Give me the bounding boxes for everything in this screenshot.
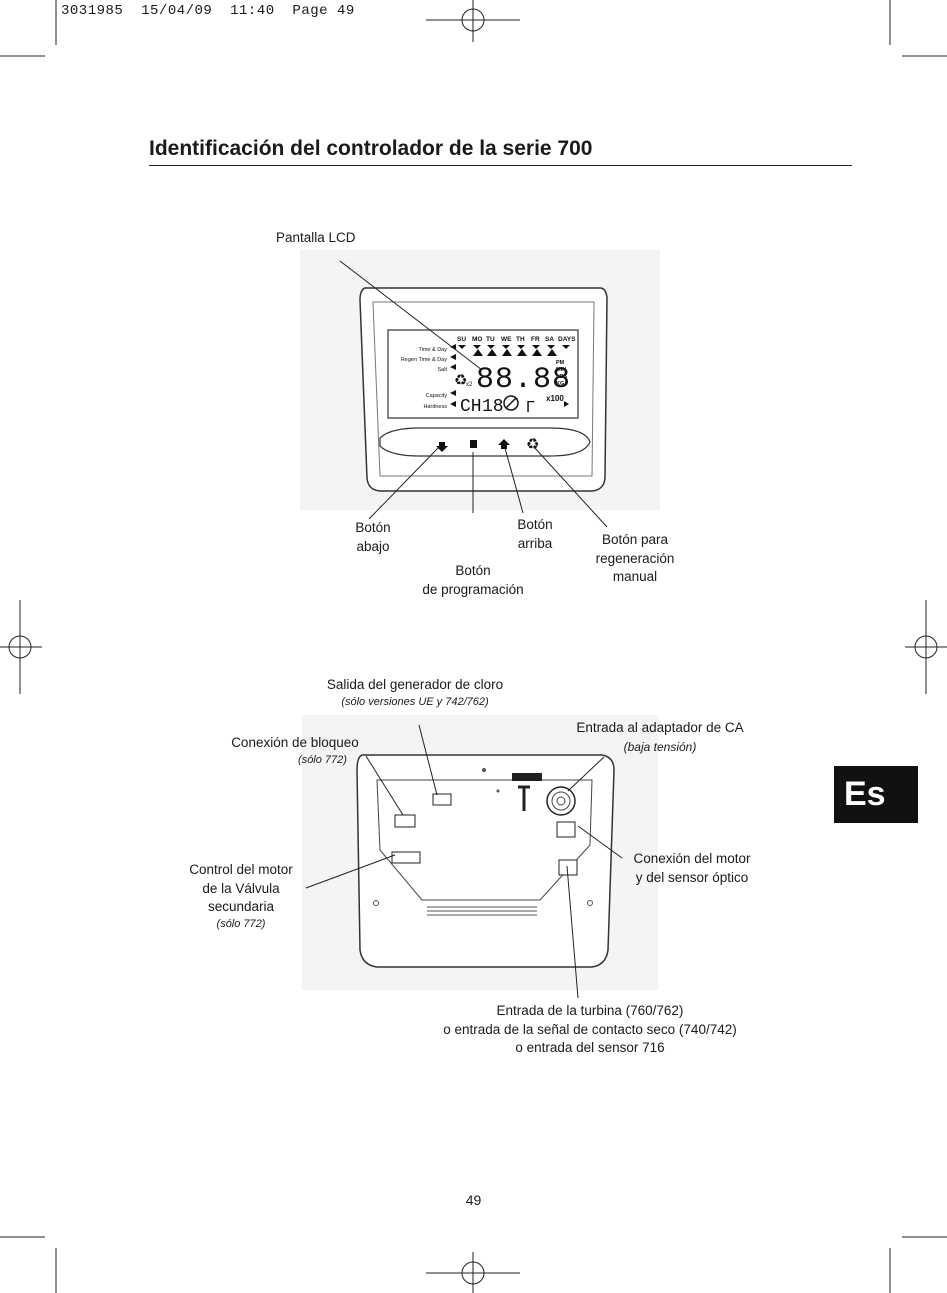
language-tab: Es [834,766,918,823]
registration-mark-left [0,600,42,694]
svg-text:SU: SU [457,336,466,343]
svg-text:Time & Day: Time & Day [418,347,447,353]
lcd-left-labels: Time & Day Regen Time & Day Salt Capacit… [401,347,448,410]
svg-text:PM: PM [556,360,565,366]
down-button-icon [436,442,448,452]
lock-connector [394,814,416,828]
print-slug: 3031985 15/04/09 11:40 Page 49 [61,3,355,19]
ac-adapter-label: Entrada al adaptador de CA (baja tensión… [576,720,744,754]
svg-text:FR: FR [531,336,540,343]
svg-text:TH: TH [516,336,525,343]
svg-text:DAYS: DAYS [558,336,576,343]
svg-text:SA: SA [545,336,554,343]
up-button-icon [498,439,510,449]
ac-adapter-socket [546,786,576,816]
svg-text:Regen Time & Day: Regen Time & Day [401,357,447,363]
turbine-input-label: Entrada de la turbina (760/762)o entrada… [443,1003,737,1055]
motor-connector [556,821,576,838]
svg-text:CH: CH [460,397,482,417]
secondary-valve-connector [391,851,421,864]
lcd-screen-label: Pantalla LCD [276,230,356,245]
lcd-screen [387,329,579,419]
svg-text:x100: x100 [546,394,564,403]
registration-mark-right [905,600,947,694]
svg-text:Capacity: Capacity [426,393,448,399]
lock-connection-label: Conexión de bloqueo (sólo 772) [231,735,359,766]
svg-text:TU: TU [486,336,495,343]
lcd-day-labels: SU MO TU WE TH FR SA DAYS [457,336,576,343]
registration-mark-top [426,0,520,42]
svg-text:Γ: Γ [526,399,535,416]
svg-text:18: 18 [482,397,504,417]
lcd-units: PM MIN LBS KG [556,360,567,387]
svg-text:♻: ♻ [454,372,467,389]
svg-text:MIN: MIN [556,367,566,373]
board-strip [512,773,542,781]
svg-text:LBS: LBS [556,374,567,380]
page-number: 49 [465,1192,482,1208]
svg-text:MO: MO [472,336,482,343]
lcd-day-markers [458,345,570,356]
controller-back-illustration [302,715,658,990]
controller-front-illustration: SU MO TU WE TH FR SA DAYS Time & Day Reg… [300,250,660,510]
svg-text:KG: KG [556,381,564,387]
program-button-icon [470,440,477,448]
button-panel [379,427,591,457]
svg-text:x2: x2 [466,382,473,388]
title-rule [149,165,852,166]
svg-text:Hardness: Hardness [423,404,447,410]
chlorinator-output-label: Salida del generador de cloro (sólo vers… [326,677,504,708]
lcd-digits: 88.88 [476,363,571,397]
page-title: Identificación del controlador de la ser… [149,137,593,160]
svg-text:WE: WE [501,336,512,343]
registration-mark-bottom [426,1252,520,1293]
svg-text:Salt: Salt [438,367,448,373]
chlorinator-connector [432,793,452,806]
